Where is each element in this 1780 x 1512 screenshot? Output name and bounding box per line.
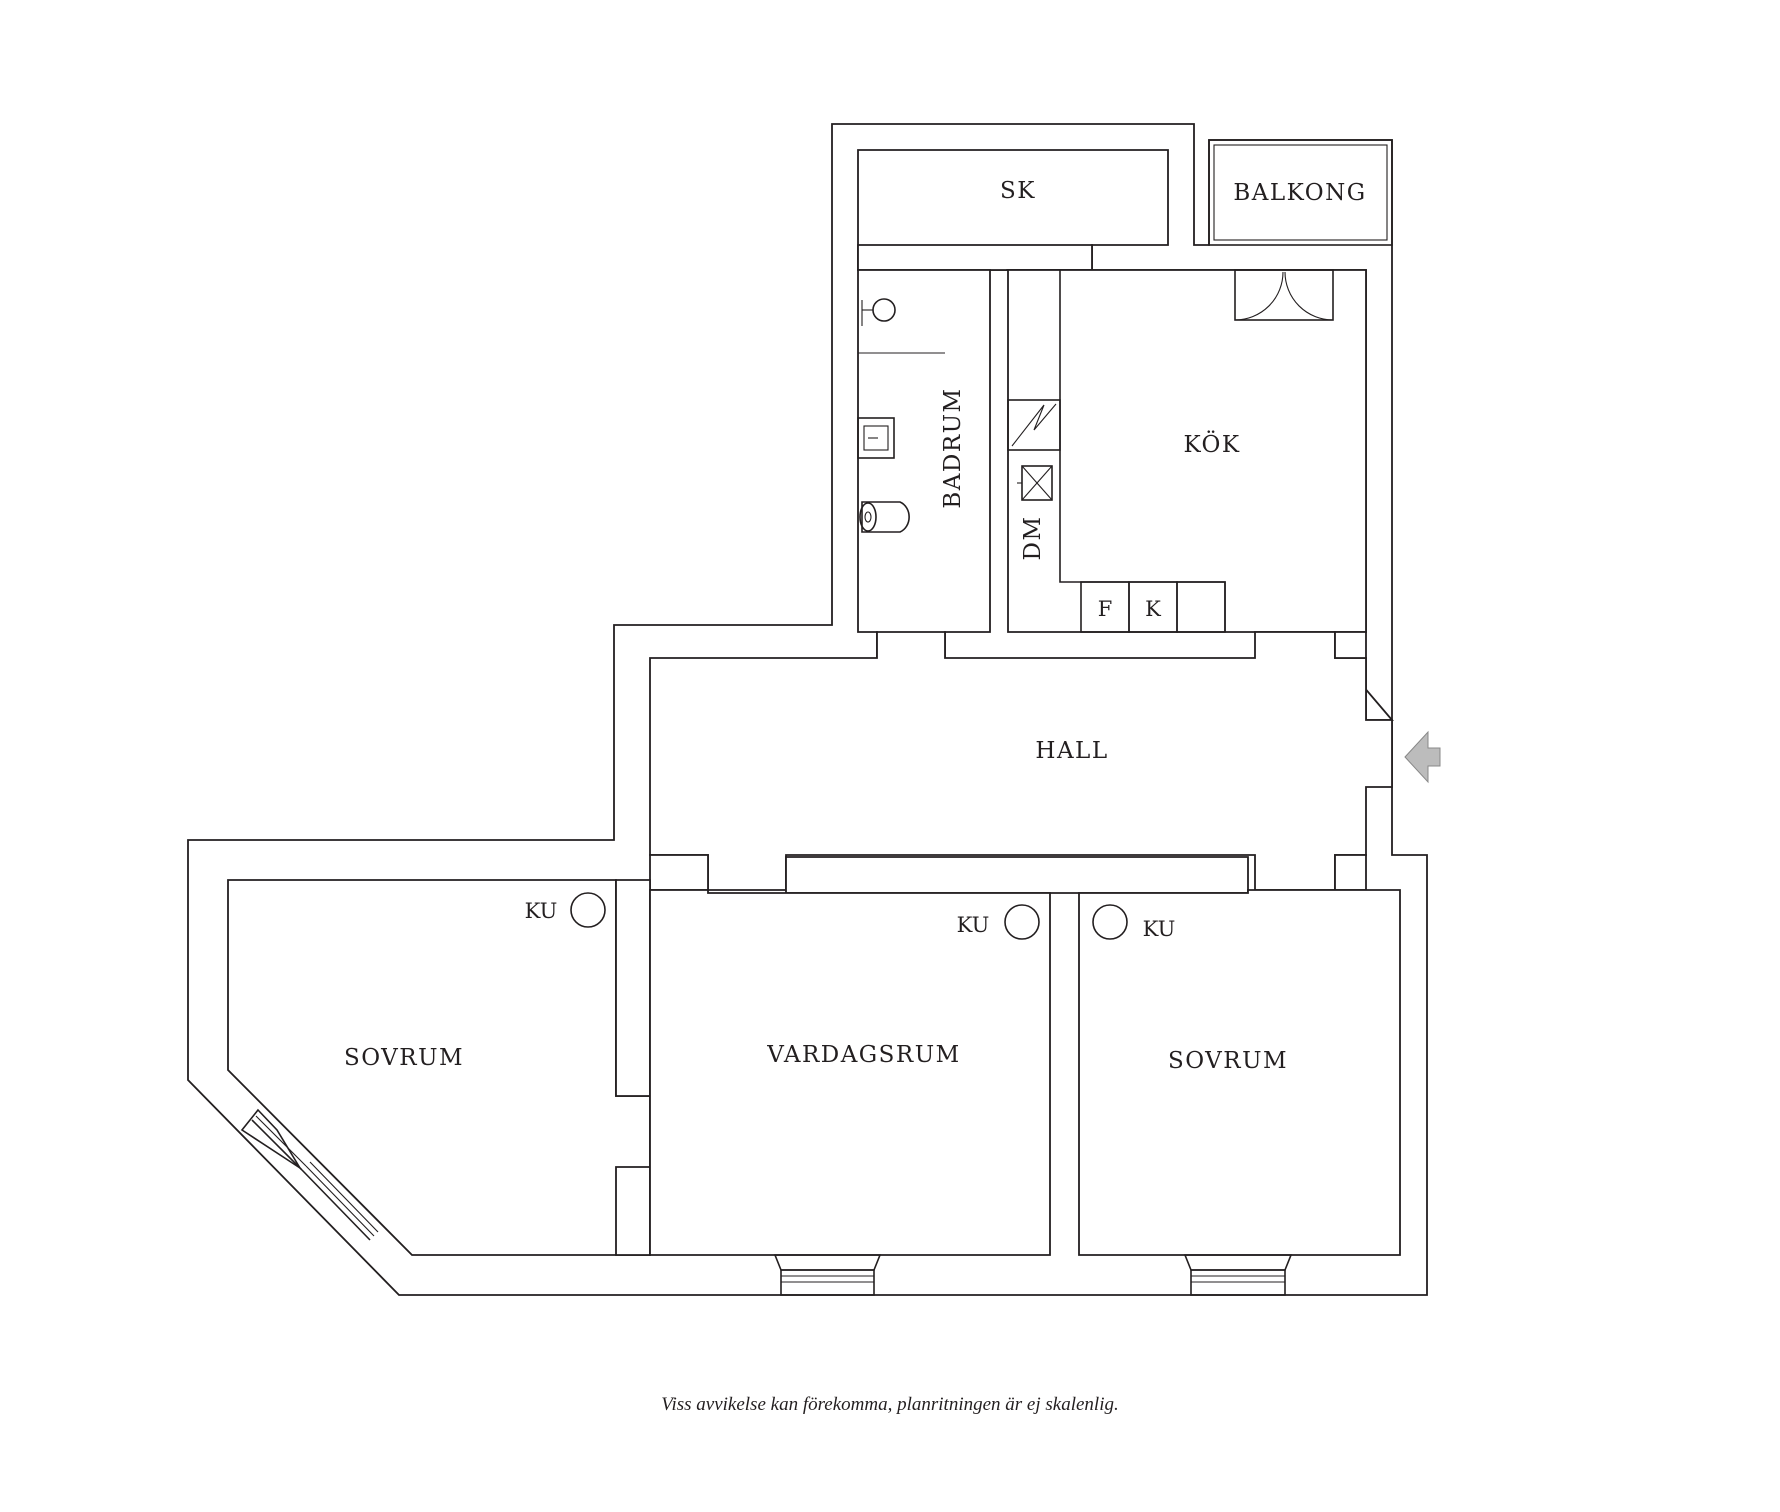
bedroom-living-wall-bottom — [615, 1166, 651, 1256]
ku-circle-right — [1092, 904, 1128, 940]
label-k: K — [1145, 597, 1161, 621]
hall-right-jamb-top — [1334, 631, 1367, 659]
footnote: Viss avvikelse kan förekomma, planritnin… — [661, 1394, 1119, 1415]
ku-circle-middle — [1004, 904, 1040, 940]
label-vardagsrum: VARDAGSRUM — [766, 1042, 960, 1068]
stove-bolt-icon — [1011, 403, 1057, 447]
sk-wall-fill — [857, 244, 1093, 271]
label-badrum: BADRUM — [940, 387, 966, 508]
room-balkong — [1208, 139, 1393, 246]
entrance-arrow-icon — [1404, 730, 1441, 784]
window-sovrum-left-1 — [240, 1108, 307, 1171]
label-sovrum-left: SOVRUM — [344, 1045, 464, 1071]
stove — [1007, 399, 1061, 451]
ku-circle-left — [570, 892, 606, 928]
label-f: F — [1098, 597, 1113, 621]
label-ku-middle: KU — [957, 913, 990, 937]
room-hall — [649, 631, 1393, 891]
label-hall: HALL — [1035, 738, 1108, 764]
balcony-door-right-swing — [1284, 271, 1334, 321]
label-sovrum-right: SOVRUM — [1168, 1048, 1288, 1074]
room-vardagsrum — [649, 889, 1051, 1256]
room-badrum — [857, 269, 991, 659]
window-sovrum-right — [1183, 1254, 1293, 1296]
window-vardagsrum — [773, 1254, 882, 1296]
window-sovrum-left-2 — [301, 1161, 379, 1241]
balkong-railing — [1213, 144, 1388, 241]
label-dm: DM — [1020, 516, 1046, 561]
label-ku-left: KU — [525, 899, 558, 923]
shower-icon — [858, 298, 945, 354]
kitchen-space — [1007, 269, 1367, 633]
label-kok: KÖK — [1183, 431, 1240, 458]
hall-right-jamb-bottom — [1334, 854, 1367, 891]
room-sovrum-right — [1078, 889, 1401, 1256]
label-balkong: BALKONG — [1233, 180, 1366, 206]
bedroom-living-wall-top — [615, 879, 651, 1097]
kitchen-sink-cross2 — [1021, 465, 1053, 501]
balcony-door-frame — [1234, 269, 1334, 321]
hall-left-jamb — [649, 854, 709, 891]
extra-cabinet — [1176, 581, 1226, 633]
label-sk: SK — [1000, 178, 1036, 204]
toilet-icon — [859, 501, 910, 533]
label-ku-right: KU — [1143, 917, 1176, 941]
balcony-door-left-swing — [1234, 271, 1284, 321]
hall-partition — [785, 856, 1249, 894]
bathroom-sink-icon — [857, 417, 895, 459]
